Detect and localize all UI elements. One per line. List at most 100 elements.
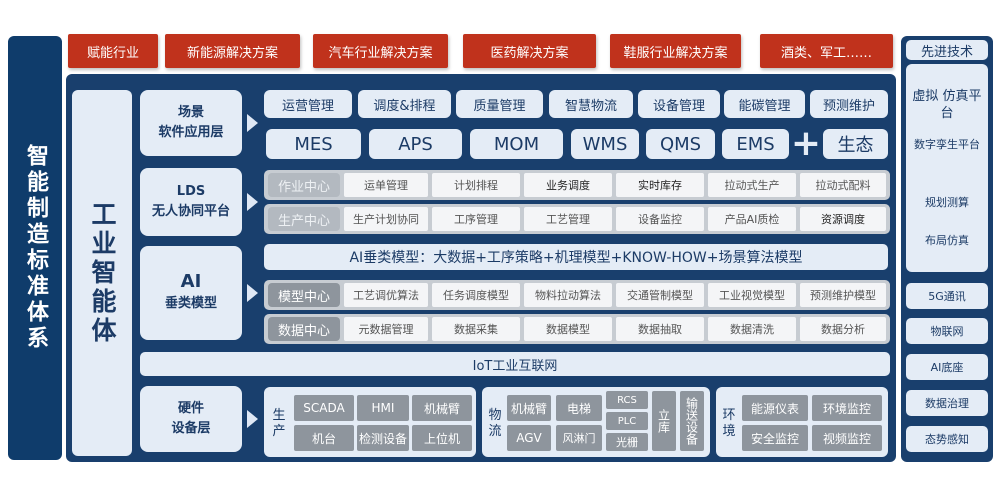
scene-item-4[interactable]: 设备管理 [638, 90, 720, 118]
hw-cell[interactable]: 视频监控 [812, 425, 882, 451]
scene-item-6[interactable]: 预测维护 [810, 90, 888, 118]
scene-item-5[interactable]: 能碳管理 [724, 90, 805, 118]
software-ecology[interactable]: 生态 [823, 129, 888, 159]
lds-label-line2: 无人协同平台 [151, 204, 230, 219]
hardware-label-line1: 硬件 [177, 401, 204, 416]
hw-cell[interactable]: 电梯 [556, 395, 602, 421]
ai-layer-label: AI 垂类模型 [140, 246, 242, 340]
industry-button-1[interactable]: 新能源解决方案 [165, 34, 300, 68]
hw-cell[interactable]: 安全监控 [742, 425, 808, 451]
ai-cell[interactable]: 数据清洗 [708, 317, 796, 341]
tech-item-iot[interactable]: 物联网 [906, 318, 988, 344]
production-label: 生产 [272, 408, 286, 439]
hw-cell[interactable]: 立库 [652, 391, 676, 451]
ai-cell[interactable]: 工艺调优算法 [344, 283, 428, 307]
hw-cell[interactable]: 机台 [294, 425, 354, 451]
ai-cell[interactable]: 物料拉动算法 [524, 283, 612, 307]
planning-calculation[interactable]: 规划测算 [925, 196, 969, 209]
ai-head-model: 模型中心 [268, 283, 340, 307]
hw-cell[interactable]: 风淋门 [556, 425, 602, 451]
lds-cell[interactable]: 计划排程 [432, 173, 520, 197]
ai-label-line1: AI [180, 271, 202, 292]
scene-item-3[interactable]: 智慧物流 [549, 90, 633, 118]
hw-cell[interactable]: 能源仪表 [742, 395, 808, 421]
lds-layer-label: LDS 无人协同平台 [140, 168, 242, 236]
ai-head-data: 数据中心 [268, 317, 340, 341]
environment-label: 环境 [722, 408, 736, 439]
lds-cell[interactable]: 工艺管理 [524, 207, 612, 231]
tech-item-5g[interactable]: 5G通讯 [906, 283, 988, 309]
industrial-agent-column: 工业智能体 [72, 90, 132, 456]
ai-cell[interactable]: 数据分析 [800, 317, 886, 341]
digital-twin-platform[interactable]: 数字孪生平台 [914, 138, 980, 151]
agent-title: 工业智能体 [88, 200, 117, 346]
virtual-simulation-platform[interactable]: 虚拟 仿真平台 [912, 89, 982, 121]
hw-cell[interactable]: SCADA [294, 395, 354, 421]
scene-item-0[interactable]: 运营管理 [264, 90, 352, 118]
hw-cell[interactable]: 机械臂 [507, 395, 551, 421]
industry-button-4[interactable]: 鞋服行业解决方案 [610, 34, 741, 68]
hardware-layer-label: 硬件 设备层 [140, 386, 242, 452]
hw-cell[interactable]: HMI [357, 395, 409, 421]
software-aps[interactable]: APS [369, 129, 462, 159]
lds-cell[interactable]: 拉动式生产 [708, 173, 796, 197]
ai-cell[interactable]: 数据抽取 [616, 317, 704, 341]
lds-label-line1: LDS [176, 184, 206, 199]
plus-icon: + [790, 122, 822, 164]
ai-cell[interactable]: 工业视觉模型 [708, 283, 796, 307]
ai-cell[interactable]: 数据采集 [432, 317, 520, 341]
ai-banner: AI垂类模型：大数据+工序策略+机理模型+KNOW-HOW+场景算法模型 [264, 244, 888, 270]
simulation-group [906, 64, 988, 272]
lds-cell[interactable]: 设备监控 [616, 207, 704, 231]
hw-cell[interactable]: 上位机 [412, 425, 472, 451]
logistics-label: 物流 [488, 408, 502, 439]
lds-cell[interactable]: 生产计划协同 [344, 207, 428, 231]
scene-item-2[interactable]: 质量管理 [456, 90, 543, 118]
chevron-right-icon [247, 114, 258, 132]
hw-cell[interactable]: 光栅 [606, 433, 648, 451]
lds-cell[interactable]: 业务调度 [524, 173, 612, 197]
industry-button-2[interactable]: 汽车行业解决方案 [313, 34, 448, 68]
left-title-bar: 智能制造标准体系 [8, 36, 62, 460]
software-wms[interactable]: WMS [571, 129, 639, 159]
layout-simulation[interactable]: 布局仿真 [925, 234, 969, 247]
lds-cell[interactable]: 工序管理 [432, 207, 520, 231]
industry-button-0[interactable]: 赋能行业 [68, 34, 158, 68]
hw-cell[interactable]: 检测设备 [357, 425, 409, 451]
hw-cell[interactable]: AGV [507, 425, 551, 451]
lds-cell[interactable]: 拉动式配料 [800, 173, 886, 197]
hw-cell[interactable]: RCS [606, 391, 648, 409]
advanced-tech-title: 先进技术 [906, 40, 988, 60]
lds-cell[interactable]: 运单管理 [344, 173, 428, 197]
chevron-right-icon [247, 193, 258, 211]
industry-button-5[interactable]: 酒类、军工…… [760, 34, 893, 68]
hw-cell[interactable]: 环境监控 [812, 395, 882, 421]
hw-cell[interactable]: PLC [606, 412, 648, 430]
tech-item-data-governance[interactable]: 数据治理 [906, 390, 988, 416]
scene-label-line2: 软件应用层 [158, 125, 224, 140]
software-qms[interactable]: QMS [646, 129, 715, 159]
ai-cell[interactable]: 元数据管理 [344, 317, 428, 341]
chevron-right-icon [247, 284, 258, 302]
scene-item-1[interactable]: 调度&排程 [358, 90, 451, 118]
hw-cell[interactable]: 机械臂 [412, 395, 472, 421]
ai-cell[interactable]: 交通管制模型 [616, 283, 704, 307]
software-mes[interactable]: MES [266, 129, 361, 159]
lds-head-production: 生产中心 [268, 207, 340, 231]
hw-cell[interactable]: 输送设备 [680, 391, 704, 451]
lds-head-operations: 作业中心 [268, 173, 340, 197]
scene-label-line1: 场景 [177, 105, 204, 120]
industry-button-3[interactable]: 医药解决方案 [463, 34, 596, 68]
software-mom[interactable]: MOM [470, 129, 563, 159]
ai-cell[interactable]: 预测维护模型 [800, 283, 886, 307]
tech-item-ai-base[interactable]: AI底座 [906, 354, 988, 380]
hardware-label-line2: 设备层 [171, 421, 211, 436]
lds-cell[interactable]: 资源调度 [800, 207, 886, 231]
software-ems[interactable]: EMS [722, 129, 789, 159]
tech-item-situation-awareness[interactable]: 态势感知 [906, 426, 988, 452]
ai-cell[interactable]: 任务调度模型 [432, 283, 520, 307]
left-title: 智能制造标准体系 [23, 144, 48, 352]
ai-cell[interactable]: 数据模型 [524, 317, 612, 341]
lds-cell[interactable]: 产品AI质检 [708, 207, 796, 231]
lds-cell[interactable]: 实时库存 [616, 173, 704, 197]
